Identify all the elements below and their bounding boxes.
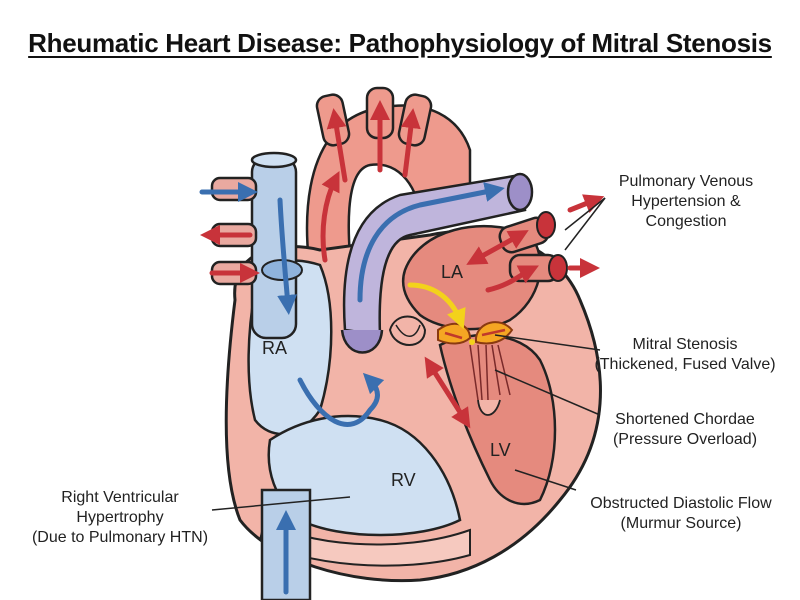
callout-shortened-chordae: Shortened Chordae (Pressure Overload)	[595, 410, 775, 450]
callout-mitral-stenosis: Mitral Stenosis (Thickened, Fused Valve)	[580, 335, 790, 375]
callout-rv-hypertrophy-line1: Right Ventricular	[61, 489, 179, 506]
callout-chordae-line1: Shortened Chordae	[615, 411, 755, 428]
pulmonary-valve	[388, 315, 427, 346]
callout-obstructed-flow: Obstructed Diastolic Flow (Murmur Source…	[576, 494, 786, 534]
mitral-flow-arrow	[407, 282, 466, 330]
oxygenated-flow-arrows	[200, 100, 605, 429]
callout-pulmonary-venous: Pulmonary Venous Hypertension & Congesti…	[596, 172, 776, 232]
callout-pulmonary-venous-line2: Hypertension &	[631, 193, 741, 210]
callout-mitral-stenosis-line2: (Thickened, Fused Valve)	[594, 356, 776, 373]
label-la: LA	[441, 262, 464, 282]
callout-rv-hypertrophy-line2: Hypertrophy	[76, 509, 164, 526]
callout-mitral-stenosis-line1: Mitral Stenosis	[632, 336, 738, 353]
callout-chordae-line2: (Pressure Overload)	[612, 431, 758, 448]
deoxygenated-flow-arrows	[199, 182, 505, 595]
callout-pulmonary-venous-line1: Pulmonary Venous	[618, 173, 754, 190]
callout-diastolic-flow-line2: (Murmur Source)	[620, 515, 742, 532]
callout-diastolic-flow-line1: Obstructed Diastolic Flow	[590, 495, 772, 512]
label-rv: RV	[391, 470, 416, 490]
callout-leader-lines	[211, 197, 606, 511]
page-title: Rheumatic Heart Disease: Pathophysiology…	[28, 28, 772, 58]
callout-rv-hypertrophy: Right Ventricular Hypertrophy (Due to Pu…	[20, 488, 220, 548]
superior-vena-cava	[250, 151, 303, 340]
label-lv: LV	[490, 440, 511, 460]
callout-pulmonary-venous-line3: Congestion	[645, 213, 727, 230]
label-ra: RA	[262, 338, 288, 358]
chordae-tendineae	[469, 344, 511, 416]
pulmonary-trunk	[340, 172, 534, 354]
callout-rv-hypertrophy-line3: (Due to Pulmonary HTN)	[31, 529, 209, 546]
